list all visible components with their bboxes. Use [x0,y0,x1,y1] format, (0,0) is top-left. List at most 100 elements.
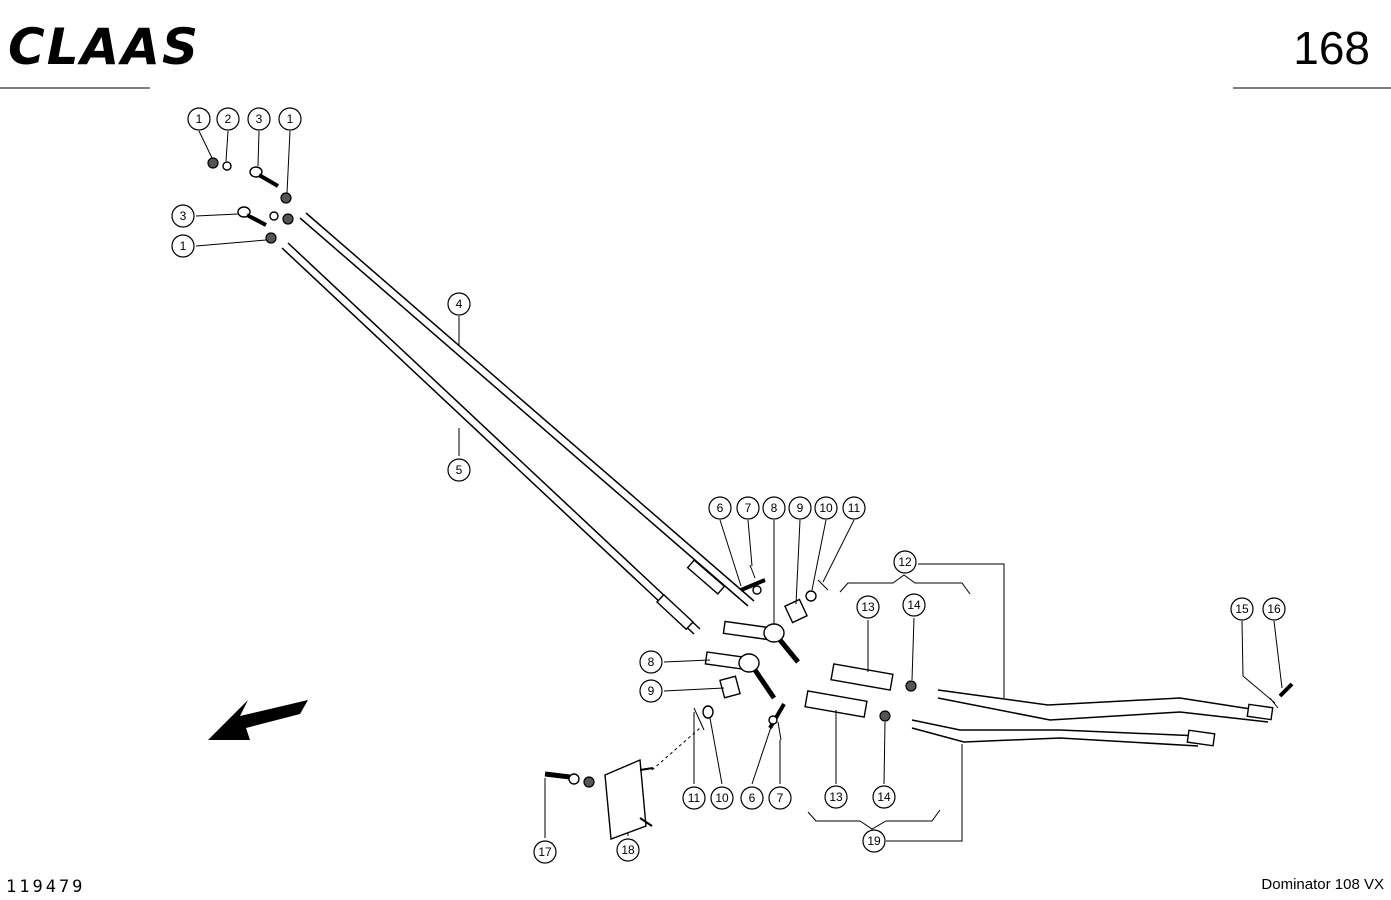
rod-4 [299,212,755,607]
callout-1: 1 [171,234,195,258]
bolt-icon [1278,682,1294,698]
svg-text:6: 6 [749,791,756,805]
wing-bolt-icon [237,206,267,227]
callout-15: 15 [1230,597,1254,621]
nut-icon [282,213,294,225]
split-pin-icon [777,721,782,741]
callout-18: 18 [616,838,640,862]
callout-3: 3 [247,107,271,131]
callout-10: 10 [814,496,838,520]
svg-text:10: 10 [715,791,729,805]
callout-19: 19 [862,829,886,853]
callout-4: 4 [447,292,471,316]
bushing-icon [784,598,808,624]
split-pin-icon [693,707,705,731]
callout-leaders [195,130,1283,838]
direction-arrow-icon [208,700,308,740]
tube-sleeve-lower [804,690,868,718]
callout-13: 13 [856,595,880,619]
svg-text:14: 14 [877,790,891,804]
callout-11: 11 [682,786,706,810]
callout-13: 13 [824,785,848,809]
bolt-icon [740,578,766,595]
tube-sleeve-upper [830,663,894,691]
svg-text:1: 1 [196,112,203,126]
nut-icon [280,192,292,204]
split-pin-icon [749,564,756,579]
nut-icon [905,680,917,692]
callout-3: 3 [171,204,195,228]
callout-11: 11 [842,496,866,520]
bolt-icon [768,702,786,730]
callout-7: 7 [736,496,760,520]
rod-4-end-fitting [686,559,726,595]
svg-text:11: 11 [688,791,701,805]
washer-icon [269,211,279,221]
rod-5 [281,242,701,635]
split-pin-icon [817,579,829,591]
svg-text:9: 9 [648,684,655,698]
svg-text:4: 4 [456,297,463,311]
drawbar-12 [937,689,1274,723]
drawbar-19 [911,719,1216,747]
group-bracket-19-leader [886,744,963,842]
svg-text:13: 13 [829,790,843,804]
svg-text:2: 2 [225,112,232,126]
callout-6: 6 [740,786,764,810]
group-bracket-12 [839,574,971,595]
callout-7: 7 [768,786,792,810]
nut-icon [583,776,595,788]
washer-icon [805,590,817,602]
svg-text:9: 9 [797,501,804,515]
callout-16: 16 [1262,597,1286,621]
svg-text:8: 8 [648,655,655,669]
callout-1: 1 [278,107,302,131]
svg-text:5: 5 [456,463,463,477]
nut-icon [265,232,277,244]
svg-text:10: 10 [819,501,833,515]
svg-text:14: 14 [907,598,921,612]
page-number: 168 [1293,22,1370,74]
svg-text:1: 1 [287,112,294,126]
model-name: Dominator 108 VX [1261,876,1384,893]
washer-icon [222,161,232,171]
callout-8: 8 [639,650,663,674]
callout-9: 9 [639,679,663,703]
callout-1: 1 [187,107,211,131]
svg-text:19: 19 [867,834,881,848]
drawing-number: 119479 [6,877,85,897]
svg-text:15: 15 [1235,602,1249,616]
svg-text:12: 12 [898,555,912,569]
svg-text:16: 16 [1267,602,1281,616]
callout-8: 8 [762,496,786,520]
bushing-icon [719,675,741,699]
mounting-link-line [651,727,701,771]
svg-text:1: 1 [180,239,187,253]
svg-text:18: 18 [621,843,635,857]
rod-5-end-fitting [655,593,695,631]
callout-10: 10 [710,786,734,810]
group-bracket-12-leader [918,563,1005,698]
svg-text:11: 11 [848,501,861,515]
svg-text:3: 3 [180,209,187,223]
callout-5: 5 [447,458,471,482]
group-bracket-19 [807,809,941,830]
callout-12: 12 [893,550,917,574]
brand-logo: CLAAS [8,18,200,76]
wing-bolt-icon [249,166,280,188]
hinge-bracket-lower [704,651,777,700]
callout-9: 9 [788,496,812,520]
nut-icon [879,710,891,722]
svg-text:7: 7 [777,791,784,805]
svg-text:8: 8 [771,501,778,515]
nut-icon [207,157,219,169]
svg-text:6: 6 [717,501,724,515]
svg-text:13: 13 [861,600,875,614]
callout-14: 14 [872,785,896,809]
washer-icon [568,773,580,785]
callout-2: 2 [216,107,240,131]
callout-17: 17 [533,840,557,864]
mounting-plate [604,758,654,840]
svg-text:7: 7 [745,501,752,515]
bolt-icon [544,771,571,780]
